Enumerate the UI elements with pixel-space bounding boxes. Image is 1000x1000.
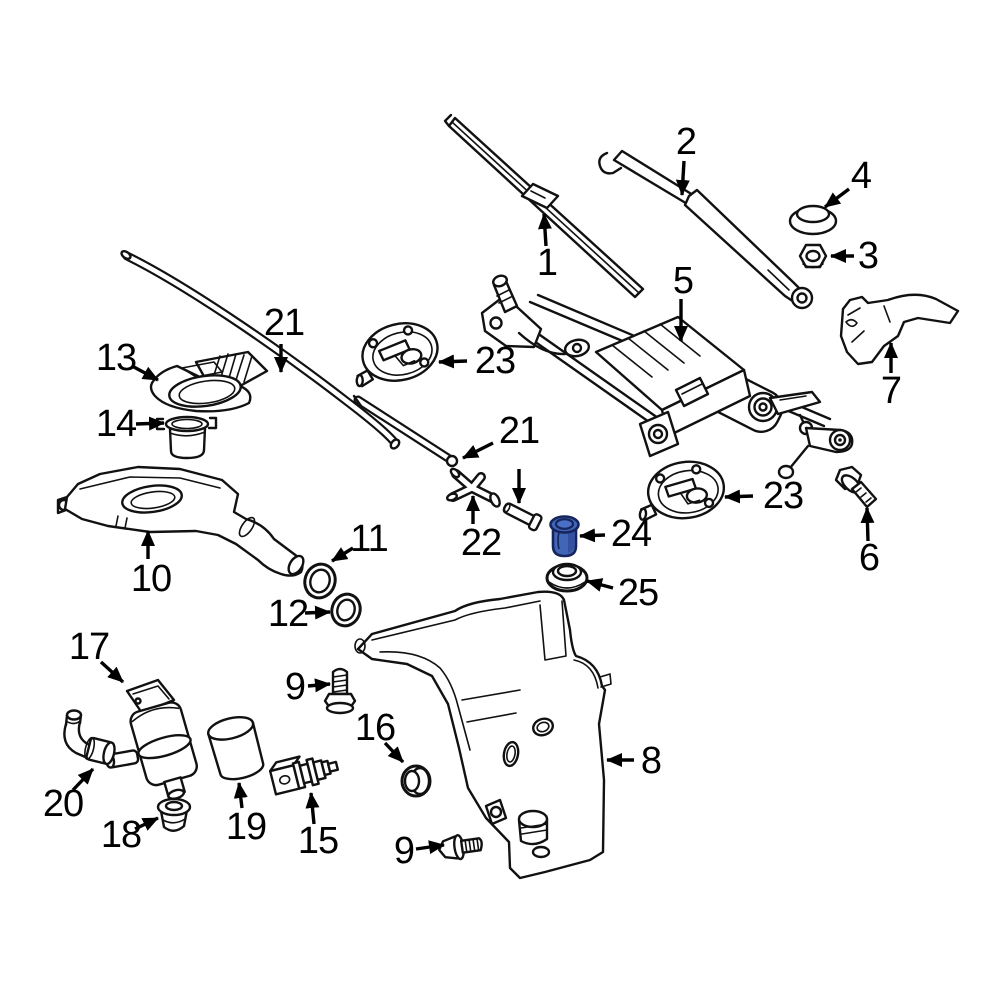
callout-20[interactable]: 20 bbox=[42, 783, 84, 825]
callout-9-lower[interactable]: 9 bbox=[393, 830, 415, 872]
part-reservoir[interactable] bbox=[354, 590, 612, 880]
part-y-connector[interactable] bbox=[445, 467, 501, 508]
part-nut[interactable] bbox=[798, 243, 828, 269]
callout-4[interactable]: 4 bbox=[850, 155, 872, 197]
callout-22[interactable]: 22 bbox=[460, 522, 502, 564]
part-screw-upper[interactable] bbox=[323, 667, 357, 715]
part-cover[interactable] bbox=[149, 350, 269, 413]
callout-25[interactable]: 25 bbox=[617, 572, 659, 614]
part-seal-25[interactable] bbox=[545, 562, 589, 593]
callout-8[interactable]: 8 bbox=[640, 740, 662, 782]
part-elbow[interactable] bbox=[63, 709, 116, 766]
callout-13[interactable]: 13 bbox=[95, 337, 137, 379]
callout-19[interactable]: 19 bbox=[225, 806, 267, 848]
part-sensor[interactable] bbox=[268, 748, 340, 796]
part-hose-long[interactable] bbox=[120, 250, 401, 450]
part-washer-pump[interactable] bbox=[104, 678, 205, 805]
callout-2[interactable]: 2 bbox=[675, 121, 697, 163]
part-wiper-arm[interactable] bbox=[598, 149, 814, 310]
callout-17[interactable]: 17 bbox=[68, 626, 110, 668]
callout-9-upper[interactable]: 9 bbox=[284, 666, 306, 708]
callout-16[interactable]: 16 bbox=[354, 707, 396, 749]
part-screw-lower[interactable] bbox=[438, 832, 484, 862]
callout-18[interactable]: 18 bbox=[100, 814, 142, 856]
part-oring-12[interactable] bbox=[328, 590, 365, 629]
callout-12[interactable]: 12 bbox=[267, 593, 309, 635]
part-seal-16[interactable] bbox=[400, 764, 432, 798]
callout-6[interactable]: 6 bbox=[858, 537, 880, 579]
callout-11[interactable]: 11 bbox=[350, 518, 388, 560]
callout-10[interactable]: 10 bbox=[130, 558, 172, 600]
callout-1[interactable]: 1 bbox=[536, 242, 558, 284]
part-oring-11[interactable] bbox=[300, 560, 339, 602]
part-insert[interactable] bbox=[155, 415, 218, 460]
callout-arrows bbox=[71, 160, 898, 855]
part-grommet-24-highlighted[interactable] bbox=[549, 515, 580, 558]
callout-21-mid[interactable]: 21 bbox=[498, 410, 540, 452]
callout-14[interactable]: 14 bbox=[95, 403, 137, 445]
part-mount-bracket[interactable] bbox=[839, 293, 960, 366]
part-connector-pipe[interactable] bbox=[501, 499, 543, 532]
part-filler-duct[interactable] bbox=[56, 465, 306, 577]
part-hose-short[interactable] bbox=[352, 394, 459, 468]
part-wiper-motor-assembly[interactable] bbox=[480, 274, 854, 480]
callout-3[interactable]: 3 bbox=[857, 235, 879, 277]
part-gasket-left[interactable] bbox=[343, 314, 445, 393]
callout-7[interactable]: 7 bbox=[880, 370, 902, 412]
part-cap[interactable] bbox=[788, 204, 838, 236]
callout-24[interactable]: 24 bbox=[610, 513, 652, 555]
part-grommet-18[interactable] bbox=[156, 797, 192, 832]
callout-21-left[interactable]: 21 bbox=[263, 302, 305, 344]
part-wiper-blade[interactable] bbox=[443, 113, 645, 299]
callout-15[interactable]: 15 bbox=[297, 820, 339, 862]
callout-23-right[interactable]: 23 bbox=[762, 475, 804, 517]
part-bolt[interactable] bbox=[834, 465, 878, 509]
part-filter[interactable] bbox=[206, 713, 265, 783]
callout-23-left[interactable]: 23 bbox=[474, 340, 516, 382]
callout-5[interactable]: 5 bbox=[672, 260, 694, 302]
